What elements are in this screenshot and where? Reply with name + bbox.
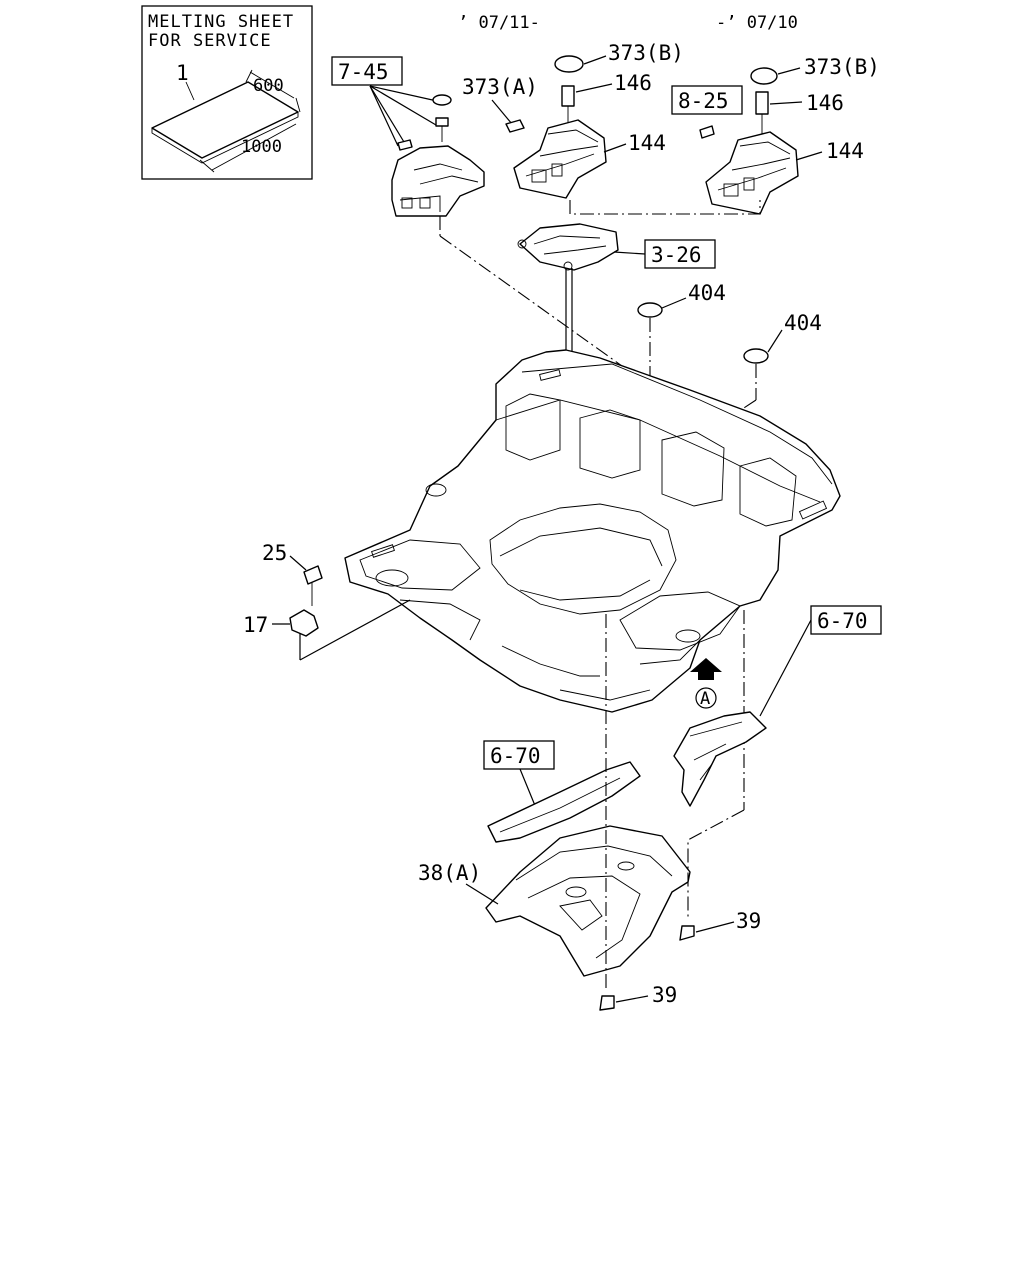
reinforcement-6-70-right [673, 619, 812, 807]
callout-38a: 38(A) [418, 861, 481, 885]
callout-373a: 373(A) [462, 75, 538, 99]
cap-373b-right [750, 67, 778, 85]
console-144-right [705, 131, 799, 215]
cap-373b-left [554, 55, 584, 73]
console-right: 373(B) 146 144 [699, 55, 880, 215]
melting-sheet-title-2: FOR SERVICE [148, 31, 272, 51]
ref-box-3-26 [644, 239, 716, 269]
bolt-39-lower: 39 [599, 983, 677, 1011]
console-144-left [513, 119, 607, 199]
bolt-39-upper: 39 [679, 909, 761, 941]
callout-144-right: 144 [826, 139, 864, 163]
period-header-until: -’ 07/10 [716, 13, 798, 33]
callout-146-right: 146 [806, 91, 844, 115]
ref-box-7-45 [331, 56, 403, 86]
floor-panel [344, 349, 841, 713]
melting-sheet-title-1: MELTING SHEET [148, 12, 294, 32]
callout-144-left: 144 [628, 131, 666, 155]
bolt-146-right [755, 91, 769, 115]
ref-3-26-label: 3-26 [651, 243, 702, 267]
view-marker-label: A [700, 689, 710, 709]
sheet-length-dimension: 1000 [241, 137, 282, 157]
callout-17: 17 [243, 613, 268, 637]
callout-404-left: 404 [688, 281, 726, 305]
callout-373b-left: 373(B) [608, 41, 684, 65]
callout-404-right: 404 [784, 311, 822, 335]
console-bracket-7-45 [369, 85, 485, 217]
reinforcement-6-70-left [487, 761, 641, 843]
bolt-146-left [561, 85, 575, 107]
ref-6-70-right-label: 6-70 [817, 609, 868, 633]
period-header-from: ’ 07/11- [458, 13, 540, 33]
plug-404-left [637, 302, 663, 318]
clip-17: 17 [243, 609, 319, 637]
melting-sheet-part-number: 1 [176, 61, 189, 85]
period-bracket [569, 200, 761, 215]
ref-8-25-label: 8-25 [678, 89, 729, 113]
ref-box-8-25 [671, 85, 743, 115]
callout-25: 25 [262, 541, 287, 565]
shifter-assembly-3-26 [517, 223, 646, 271]
under-cover-38a: 38(A) [418, 825, 691, 977]
callout-373b-right: 373(B) [804, 55, 880, 79]
ref-7-45-label: 7-45 [338, 60, 389, 84]
melting-sheet-box: MELTING SHEET FOR SERVICE 1 600 1000 [141, 5, 313, 180]
view-marker-circle [695, 687, 717, 709]
callout-39-upper: 39 [736, 909, 761, 933]
view-arrow-icon [690, 658, 722, 680]
callout-146-left: 146 [614, 71, 652, 95]
callout-39-lower: 39 [652, 983, 677, 1007]
pad-8-25 [699, 125, 715, 139]
bolt-25: 25 [262, 541, 323, 606]
console-left: 373(B) 373(A) 146 144 [462, 41, 684, 199]
ref-6-70-left-label: 6-70 [490, 744, 541, 768]
ref-box-6-70-left [483, 740, 555, 770]
pad-373a [505, 119, 525, 133]
ref-box-6-70-right [810, 605, 882, 635]
sheet-width-dimension: 600 [253, 76, 284, 96]
plug-404-right [743, 348, 769, 364]
